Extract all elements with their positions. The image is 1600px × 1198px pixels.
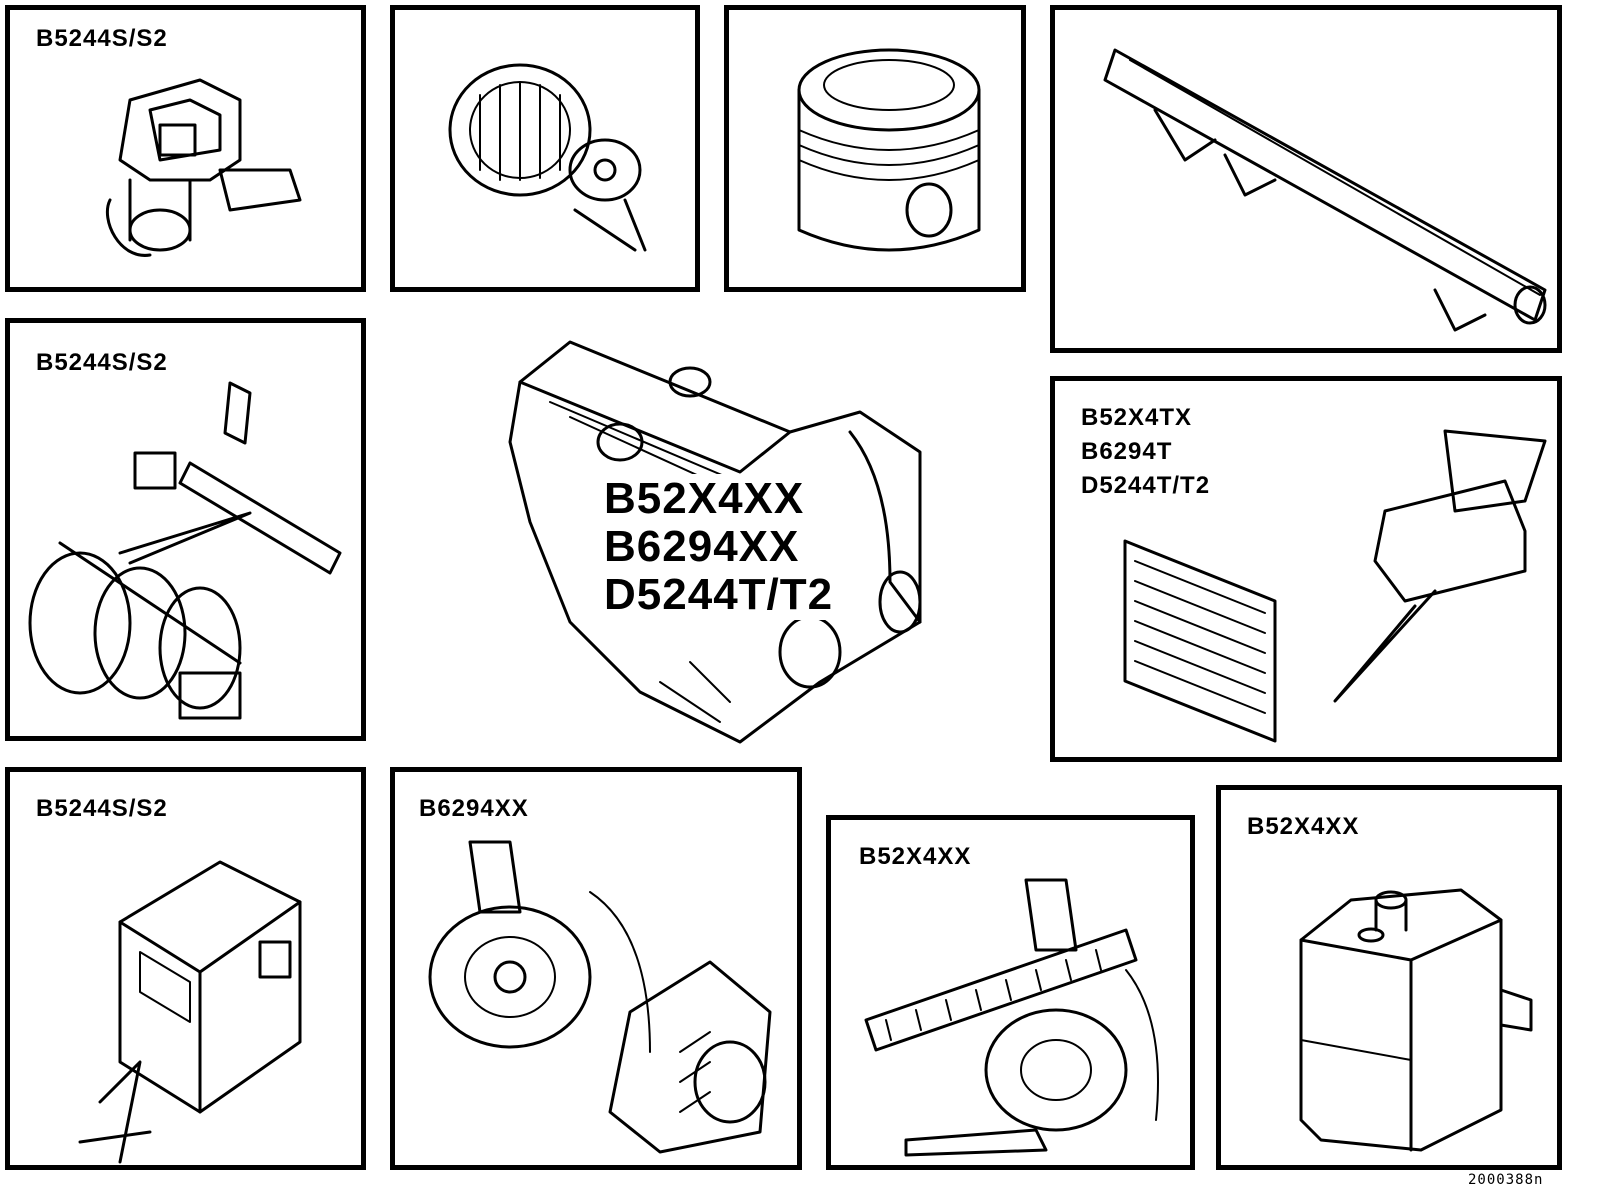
timing-belt-tool-illustration	[864, 878, 1159, 1157]
panel-alternator	[390, 5, 700, 292]
piston-illustration	[797, 48, 981, 252]
intake-manifold-illustration	[28, 381, 342, 720]
reservoir-illustration	[1299, 888, 1533, 1152]
control-module-illustration	[78, 860, 302, 1164]
engine-illustration	[508, 340, 922, 744]
panel-label-line-2: B6294T	[1081, 438, 1173, 465]
panel-control-module: B5244S/S2	[5, 767, 366, 1170]
timing-tensioner-illustration	[428, 840, 772, 1154]
panel-reservoir: B52X4XX	[1216, 785, 1562, 1170]
charge-air-cooler-illustration	[1123, 429, 1547, 743]
panel-timing-tensioner-pump: B6294XX	[390, 767, 802, 1170]
panel-thermostat-housing: B5244S/S2	[5, 5, 366, 292]
center-engine-code-2: B6294XX	[604, 522, 800, 572]
panel-label: B5244S/S2	[36, 349, 168, 376]
panel-label: B5244S/S2	[36, 25, 168, 52]
panel-label: B52X4XX	[859, 843, 972, 870]
alternator-illustration	[448, 63, 647, 252]
panel-timing-belt-tool: B52X4XX	[826, 815, 1195, 1170]
panel-fuel-rail	[1050, 5, 1562, 353]
panel-charge-air-cooler: B52X4TX B6294T D5244T/T2	[1050, 376, 1562, 762]
panel-piston	[724, 5, 1026, 292]
panel-label: B6294XX	[419, 795, 529, 822]
figure-code: 2000388n	[1468, 1172, 1544, 1188]
center-engine-code-1: B52X4XX	[604, 474, 805, 524]
panel-label-line-3: D5244T/T2	[1081, 472, 1211, 499]
panel-intake-manifold: B5244S/S2	[5, 318, 366, 741]
fuel-rail-illustration	[1103, 48, 1547, 332]
panel-label: B52X4XX	[1247, 813, 1360, 840]
panel-label: B5244S/S2	[36, 795, 168, 822]
thermostat-housing-illustration	[105, 78, 302, 257]
panel-label-line-1: B52X4TX	[1081, 404, 1193, 431]
center-engine-code-3: D5244T/T2	[604, 570, 834, 620]
